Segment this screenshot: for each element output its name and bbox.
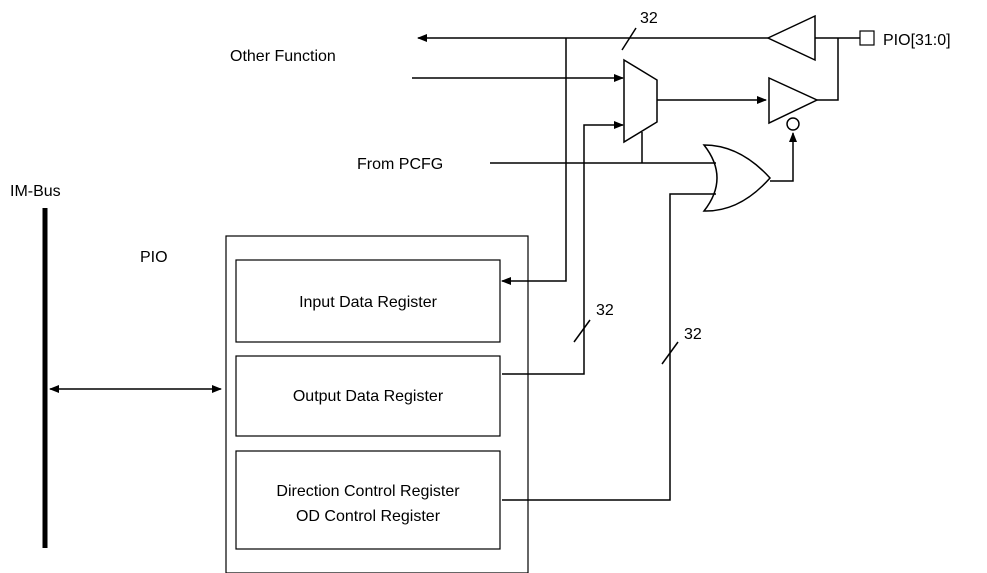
output-enable-bubble xyxy=(786,117,800,131)
direction-control-register: Direction Control Register OD Control Re… xyxy=(235,450,501,550)
bus-width-tick-output xyxy=(573,319,591,343)
od-control-register-label: OD Control Register xyxy=(296,508,441,525)
bus-width-label-output: 32 xyxy=(596,302,614,319)
pio-block-label: PIO xyxy=(140,249,168,266)
output-data-register-label: Output Data Register xyxy=(293,388,444,405)
direction-control-register-label: Direction Control Register xyxy=(276,483,460,500)
pin-label: PIO[31:0] xyxy=(883,32,951,49)
output-data-register: Output Data Register xyxy=(235,355,501,437)
input-data-register: Input Data Register xyxy=(235,259,501,343)
from-pcfg-label: From PCFG xyxy=(357,156,443,173)
direction-control-path xyxy=(502,193,716,501)
bus-width-label-top: 32 xyxy=(640,10,658,27)
input-buffer xyxy=(766,14,816,62)
input-data-register-label: Input Data Register xyxy=(299,294,438,311)
input-data-path xyxy=(501,38,567,285)
output-buffer xyxy=(768,76,819,125)
or-gate-to-enable xyxy=(770,132,797,182)
or-gate xyxy=(702,144,772,212)
pin-pad xyxy=(859,30,875,46)
bus-width-label-direction: 32 xyxy=(684,326,702,343)
multiplexer xyxy=(623,58,658,144)
output-data-path xyxy=(502,121,624,375)
bus-width-tick-top xyxy=(621,27,637,51)
bus-width-tick-direction xyxy=(661,341,679,365)
im-bus-label: IM-Bus xyxy=(10,183,61,200)
output-buffer-to-pin xyxy=(817,38,839,101)
other-function-label: Other Function xyxy=(230,48,336,65)
